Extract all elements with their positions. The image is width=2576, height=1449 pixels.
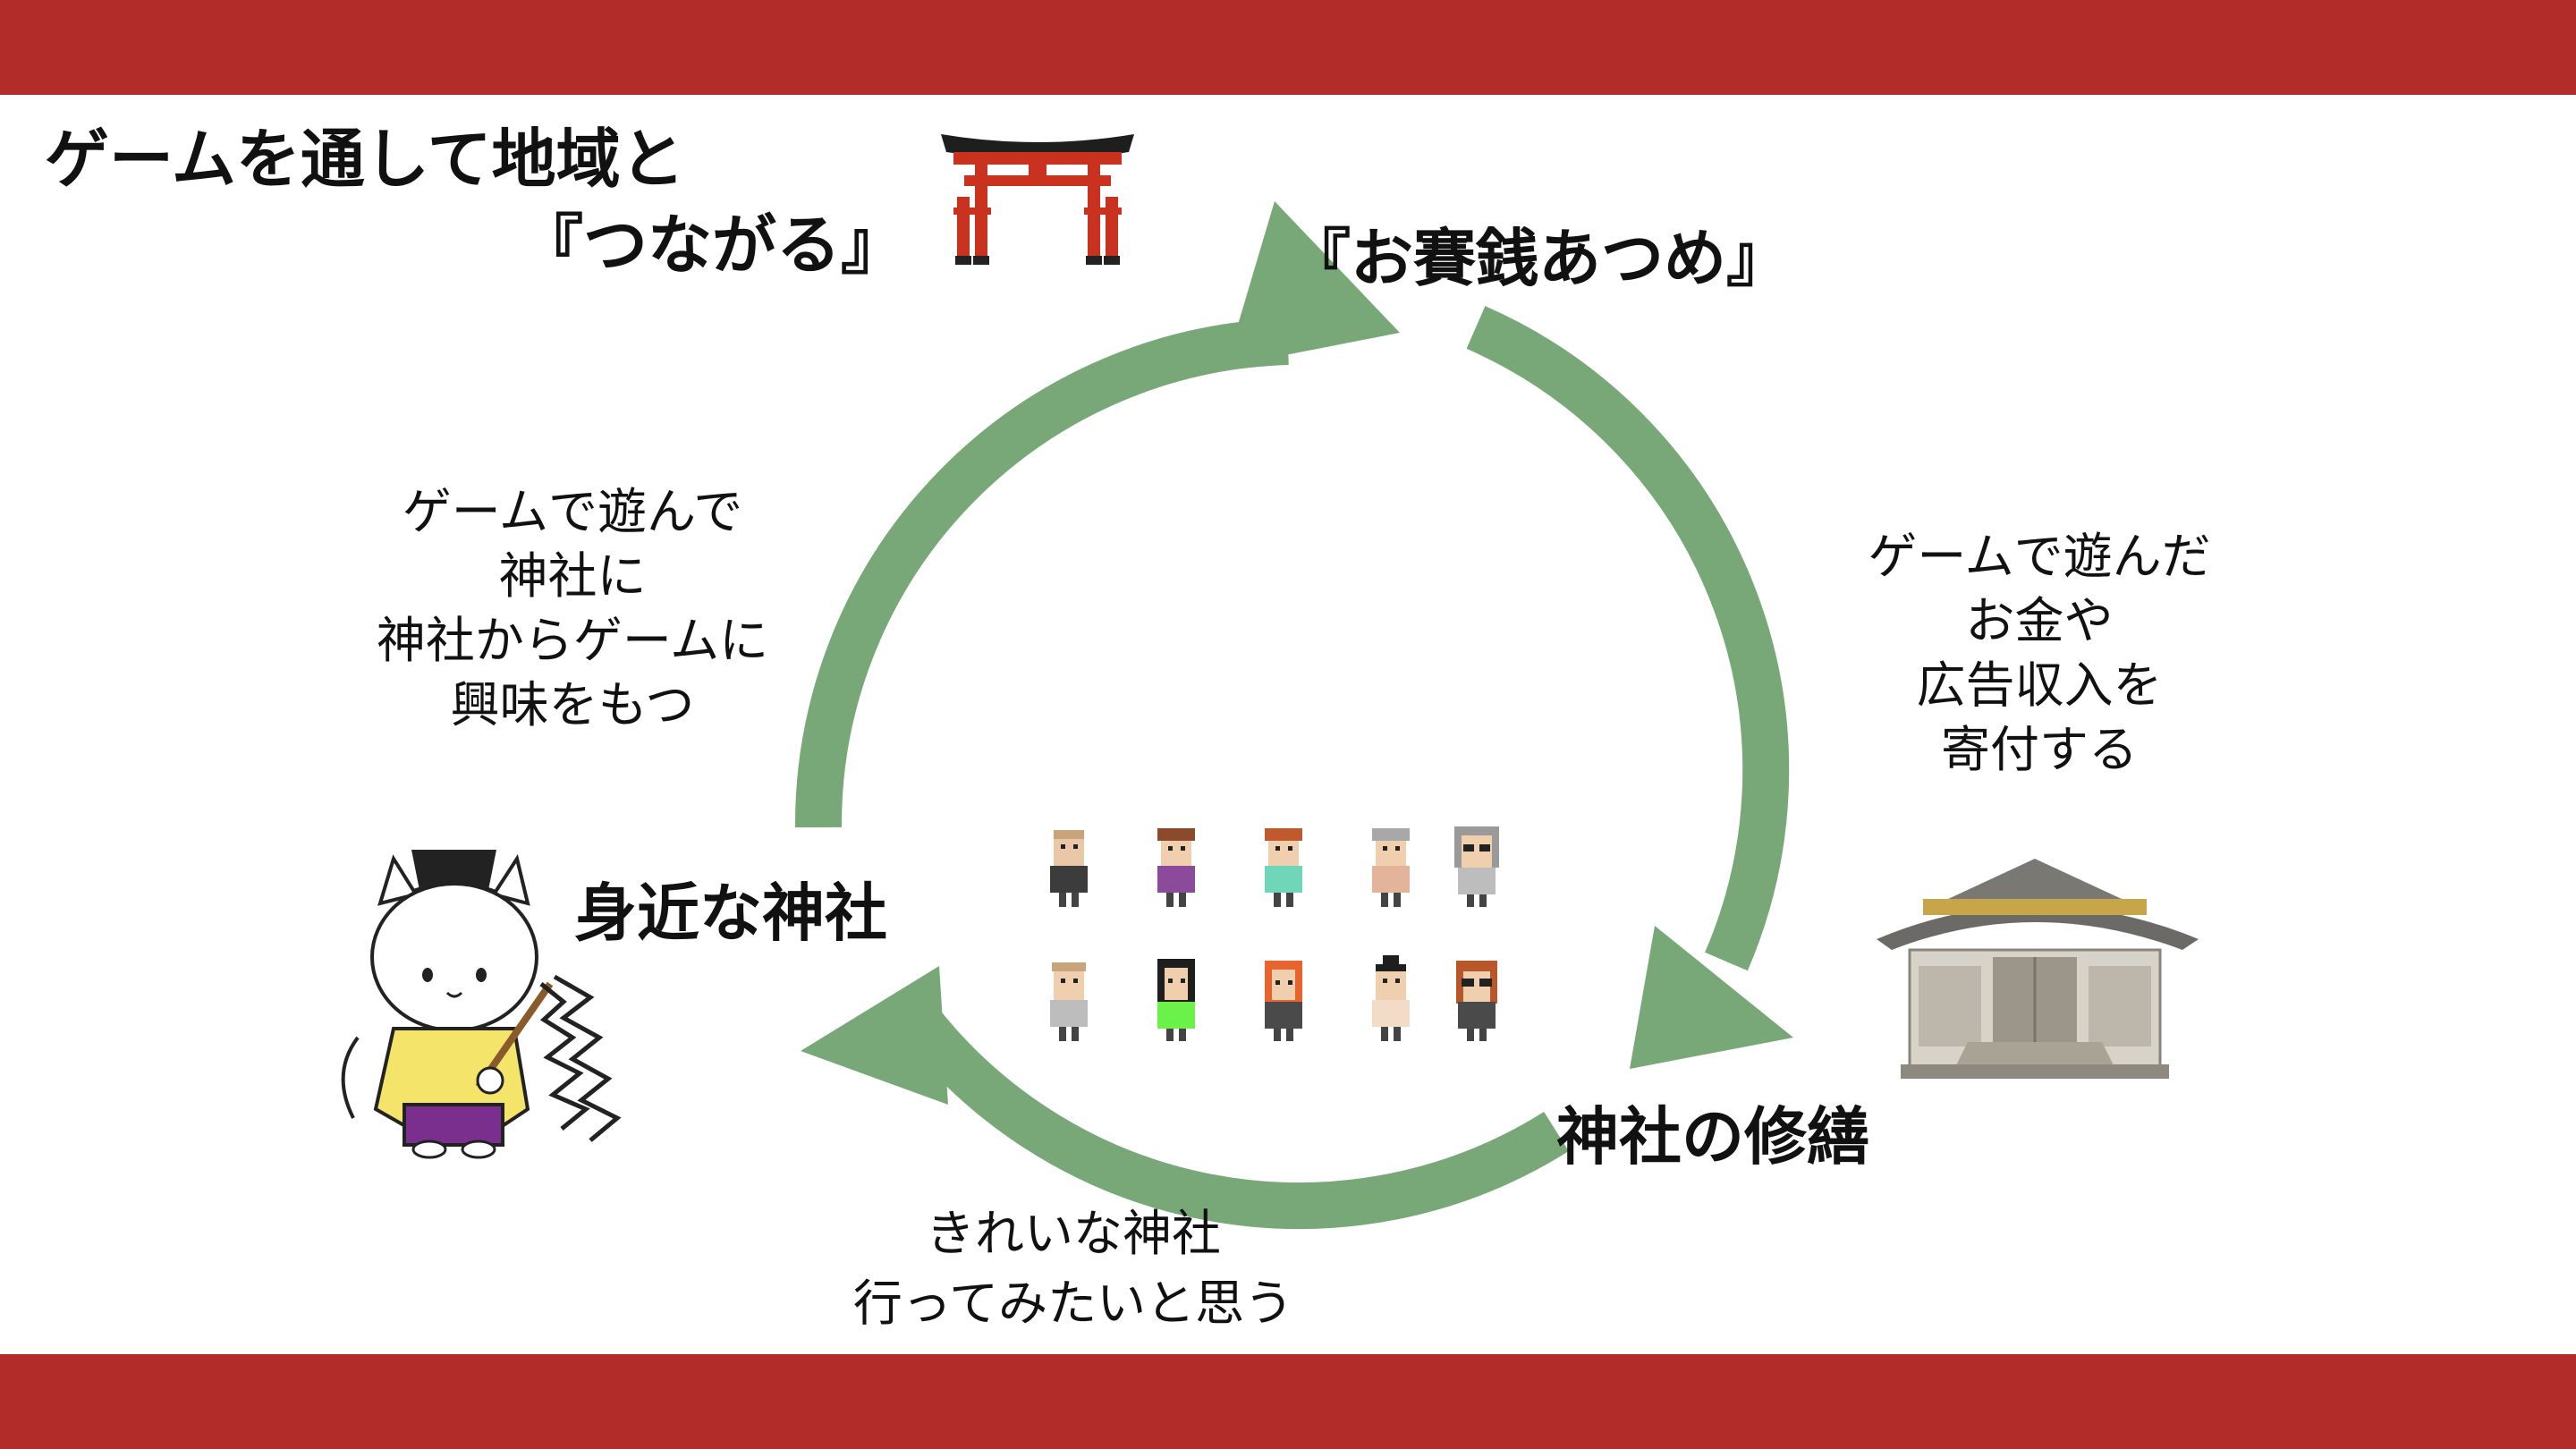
header-bar [0,0,2576,95]
torii-icon [941,134,1134,265]
stage-label-osaisen: 『お賽銭あつめ』 [1288,222,1789,295]
description-bottom: きれいな神社 行ってみたいと思う [787,1199,1360,1338]
description-line: 行ってみたいと思う [852,1275,1294,1332]
shrine-building-illustration [1877,859,2199,1079]
pixel-characters [1050,826,1499,1041]
description-line: お金や [1965,592,2114,649]
footer-bar [0,1354,2576,1449]
pixel-character [1372,955,1410,1041]
description-line: ゲームで遊んで [402,483,743,540]
description-line: 寄付する [1940,721,2138,778]
pixel-character [1265,828,1302,907]
description-line: 興味をもつ [450,676,695,733]
pixel-character [1372,828,1410,907]
stage-label-shrine-repair: 神社の修繕 [1556,1100,1869,1174]
description-line: 神社からゲームに [376,612,769,669]
pixel-character [1454,826,1499,907]
pixel-character [1157,828,1195,907]
description-right: ゲームで遊んだ お金や 広告収入を 寄付する [1807,524,2272,782]
stage-label-local-shrine: 身近な神社 [574,877,887,950]
cat-priest-illustration [341,850,622,1159]
pixel-character [1050,962,1088,1041]
pixel-character [1265,961,1302,1041]
cycle-arrow-to-right [1466,306,1793,1069]
description-line: きれいな神社 [925,1205,1221,1262]
description-line: ゲームで遊んだ [1868,528,2211,585]
description-left: ゲームで遊んで 神社に 神社からゲームに 興味をもつ [349,479,796,737]
cycle-arrow-to-left [801,966,1569,1230]
slide-title-line1: ゲームを通して地域と [45,122,685,197]
description-line: 広告収入を [1916,657,2163,714]
pixel-character [1050,830,1088,907]
cycle-arrow-to-top [794,201,1400,828]
slide-title-line2: 『つながる』 [519,208,906,283]
pixel-character [1456,961,1497,1041]
pixel-character [1157,959,1195,1041]
description-line: 神社に [498,547,647,605]
